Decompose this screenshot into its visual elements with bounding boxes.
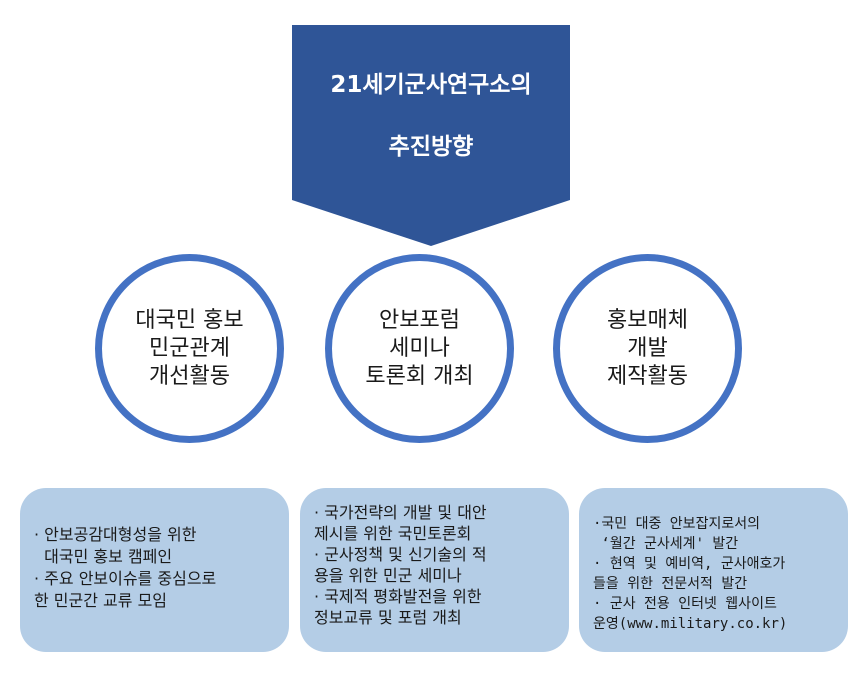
circle-1-line-2: 민군관계 (149, 335, 230, 361)
box-2-line-4: 용을 위한 민군 세미나 (314, 566, 462, 585)
header-title-line-2: 추진방향 (388, 134, 474, 160)
box-1-line-1: · 안보공감대형성을 위한 (34, 525, 197, 544)
box-3-line-5: · 군사 전용 인터넷 웹사이트 (593, 596, 777, 612)
header-title: 21세기군사연구소의 추진방향 (292, 54, 570, 178)
circle-public-relations: 대국민 홍보 민군관계 개선활동 (95, 254, 284, 443)
circle-3-line-2: 개발 (627, 335, 668, 361)
detail-box-security-forum: · 국가전략의 개발 및 대안 제시를 위한 국민토론회 · 군사정책 및 신기… (300, 488, 569, 652)
box-1-line-2: 대국민 홍보 캠페인 (34, 547, 173, 566)
box-2-line-2: 제시를 위한 국민토론회 (314, 524, 472, 543)
circle-2-line-3: 토론회 개최 (365, 363, 474, 389)
circle-security-forum: 안보포럼 세미나 토론회 개최 (325, 254, 514, 443)
detail-box-media-development: ·국민 대중 안보잡지로서의 ‘월간 군사세계' 발간 · 현역 및 예비역, … (579, 488, 848, 652)
box-3-line-6: 운영(www.military.co.kr) (593, 616, 788, 632)
box-1-line-4: 한 민군간 교류 모임 (34, 591, 168, 610)
box-1-line-3: · 주요 안보이슈를 중심으로 (34, 569, 217, 588)
box-2-line-3: · 군사정책 및 신기술의 적 (314, 545, 487, 564)
box-3-line-2: ‘월간 군사세계' 발간 (593, 536, 739, 552)
circle-1-line-3: 개선활동 (149, 363, 230, 389)
circle-3-line-1: 홍보매체 (607, 307, 688, 333)
box-2-line-1: · 국가전략의 개발 및 대안 (314, 503, 487, 522)
box-3-line-1: ·국민 대중 안보잡지로서의 (593, 516, 760, 532)
box-3-line-4: 들을 위한 전문서적 발간 (593, 576, 748, 592)
circle-media-development: 홍보매체 개발 제작활동 (553, 254, 742, 443)
box-3-line-3: · 현역 및 예비역, 군사애호가 (593, 556, 786, 572)
detail-box-public-relations: · 안보공감대형성을 위한 대국민 홍보 캠페인 · 주요 안보이슈를 중심으로… (20, 488, 289, 652)
circle-2-line-2: 세미나 (389, 335, 450, 361)
circle-3-line-3: 제작활동 (607, 363, 688, 389)
circle-1-line-1: 대국민 홍보 (135, 307, 244, 333)
box-2-line-5: · 국제적 평화발전을 위한 (314, 587, 482, 606)
circle-2-line-1: 안보포럼 (379, 307, 460, 333)
box-2-line-6: 정보교류 및 포럼 개최 (314, 608, 462, 627)
header-title-line-1: 21세기군사연구소의 (330, 72, 532, 98)
